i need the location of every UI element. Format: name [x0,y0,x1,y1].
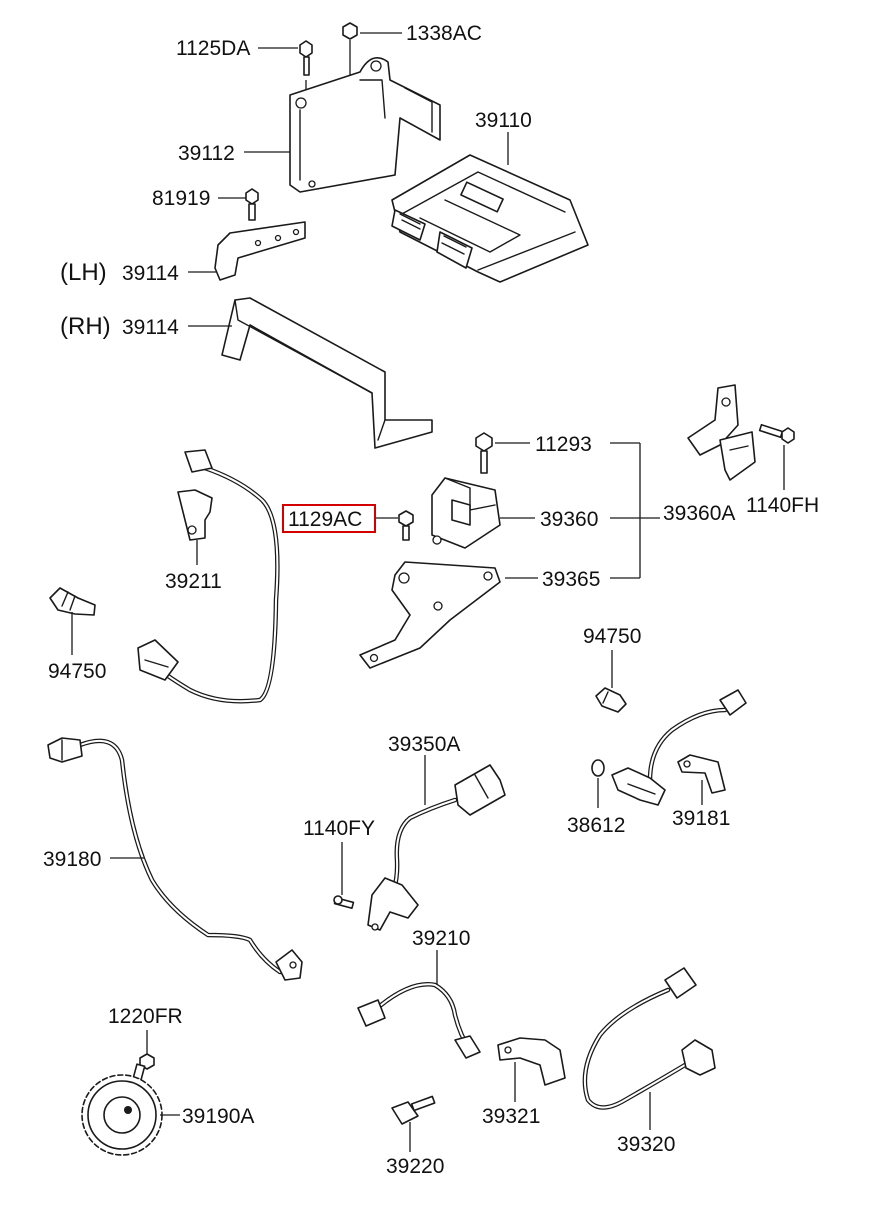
sensor-39180[interactable] [47,737,303,981]
sprocket-39190A[interactable] [81,1074,163,1156]
screw-81919[interactable] [245,188,259,221]
label-39210[interactable]: 39210 [412,927,470,950]
sensor-body-right[interactable] [611,767,666,806]
sensor-harness-left[interactable] [137,449,280,704]
bolt-11293[interactable] [475,432,493,474]
label-39181[interactable]: 39181 [672,807,730,830]
sensor-harness-right[interactable] [647,689,747,783]
label-rh: (RH) [60,313,111,340]
clip-39321[interactable] [497,1037,566,1086]
o-ring-38612[interactable] [591,759,605,777]
label-1338AC[interactable]: 1338AC [406,22,482,45]
ecu-39110[interactable] [391,154,589,283]
label-39190A[interactable]: 39190A [182,1105,254,1128]
switch-94750-left[interactable] [49,587,96,616]
label-39180[interactable]: 39180 [43,848,101,871]
label-39360A[interactable]: 39360A [663,502,735,525]
label-39114-lh[interactable]: 39114 [122,262,179,285]
screw-1140FH[interactable] [758,423,795,444]
label-1129AC[interactable]: 1129AC [288,508,362,531]
clip-1140FH-assembly[interactable] [687,384,756,481]
label-39350A[interactable]: 39350A [388,733,460,756]
label-lh: (LH) [60,259,107,286]
sensor-39350A[interactable] [367,764,506,931]
label-39211[interactable]: 39211 [165,570,222,593]
knock-sensor-39320[interactable] [582,967,716,1110]
bolt-1140FY[interactable] [333,895,355,910]
label-1140FH[interactable]: 1140FH [746,494,819,517]
label-94750-left[interactable]: 94750 [48,660,106,683]
part-labels: 1125DA 1338AC 39110 39112 81919 (LH) 391… [43,22,819,1178]
label-94750-right[interactable]: 94750 [583,625,641,648]
label-39360[interactable]: 39360 [540,508,598,531]
sensor-39220[interactable] [391,1095,436,1125]
switch-94750-right[interactable] [595,687,627,713]
label-39110[interactable]: 39110 [475,109,532,132]
leader-lines [71,32,785,1152]
bracket-39114-lh[interactable] [214,221,306,281]
label-1125DA[interactable]: 1125DA [176,37,250,60]
bracket-39181[interactable] [677,754,726,794]
bracket-39211[interactable] [177,489,213,541]
label-1220FR[interactable]: 1220FR [108,1005,183,1028]
bolt-1220FR[interactable] [132,1053,155,1081]
sensor-39360[interactable] [431,477,501,549]
label-39114-rh[interactable]: 39114 [122,316,179,339]
label-39321[interactable]: 39321 [482,1105,540,1128]
bolt-1129AC[interactable] [398,510,414,541]
label-1129AC-highlight [282,504,376,533]
bracket-39114-rh[interactable] [221,297,433,449]
label-39220[interactable]: 39220 [386,1155,444,1178]
bracket-39365[interactable] [359,561,501,669]
sensor-39210[interactable] [357,982,481,1059]
label-1140FY[interactable]: 1140FY [303,817,375,840]
label-39112[interactable]: 39112 [178,142,235,165]
label-81919[interactable]: 81919 [152,187,210,210]
label-39365[interactable]: 39365 [542,568,600,591]
label-11293[interactable]: 11293 [535,433,592,456]
ecu-bracket-39112[interactable] [289,56,441,193]
label-38612[interactable]: 38612 [567,814,625,837]
label-39320[interactable]: 39320 [617,1133,675,1156]
